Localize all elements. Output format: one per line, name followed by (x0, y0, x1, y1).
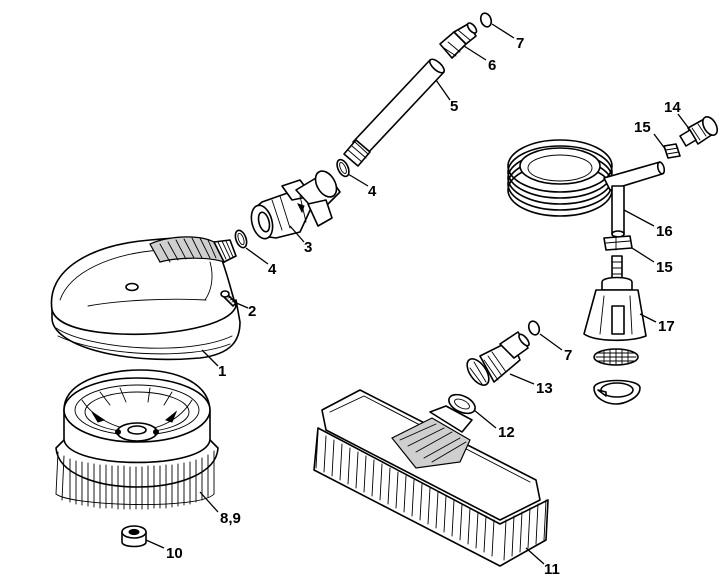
leader-lines (145, 23, 691, 565)
label-7-right: 7 (564, 347, 572, 364)
label-2: 2 (248, 303, 256, 320)
label-15-lower: 15 (656, 259, 673, 276)
part-8-9-round-brush (55, 369, 219, 510)
label-12: 12 (498, 424, 515, 441)
label-10: 10 (166, 545, 183, 562)
part-1-brush-housing (50, 236, 241, 361)
part-10-nut (121, 525, 147, 548)
label-4-lower: 4 (268, 261, 277, 278)
label-14: 14 (664, 99, 681, 116)
part-17-strainer (583, 255, 647, 405)
label-16: 16 (656, 223, 673, 240)
label-3: 3 (304, 239, 312, 256)
part-5-extension-tube (343, 58, 446, 167)
label-15-upper: 15 (634, 119, 651, 136)
part-3-swivel-joint (250, 170, 341, 240)
part-4a-o-ring (234, 229, 248, 249)
part-6-adapter (439, 22, 478, 59)
label-4-upper: 4 (368, 183, 377, 200)
part-11-wash-brush (313, 389, 549, 567)
label-8-9: 8,9 (220, 510, 241, 527)
part-labels: 7 6 5 4 3 4 2 1 8,9 10 11 12 13 7 14 15 … (166, 35, 681, 577)
label-11: 11 (544, 561, 560, 577)
label-7-top: 7 (516, 35, 524, 52)
label-6: 6 (488, 57, 496, 74)
part-4b-o-ring (336, 158, 350, 178)
part-7a-o-ring (479, 12, 493, 28)
part-15b-hose-clip (603, 235, 633, 251)
part-2-screw (220, 290, 237, 307)
label-17: 17 (658, 318, 675, 335)
label-1: 1 (218, 363, 226, 380)
part-13-brush-adapter (466, 331, 530, 386)
label-13: 13 (536, 380, 553, 397)
part-14-hose-fitting (679, 116, 719, 147)
part-7b-o-ring (527, 320, 541, 336)
part-16-hose-coil (507, 139, 666, 238)
part-15a-hose-clip (663, 143, 681, 159)
label-5: 5 (450, 98, 458, 115)
